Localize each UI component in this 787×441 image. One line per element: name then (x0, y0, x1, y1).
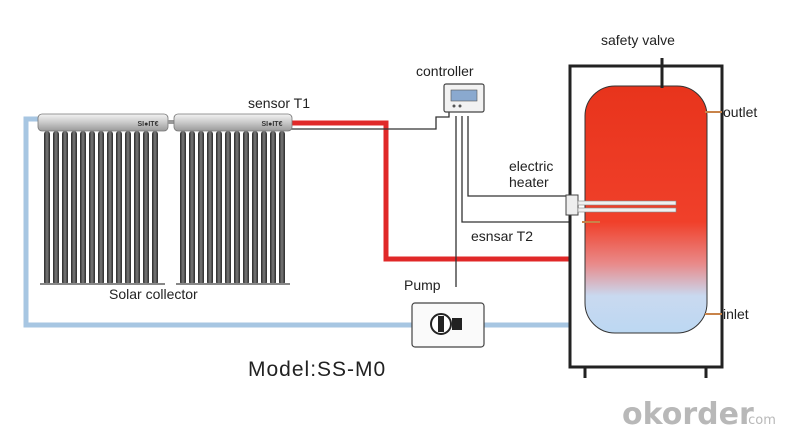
controller-screen (450, 89, 478, 102)
label-safety-valve: safety valve (601, 32, 675, 48)
label-sensor-t1: sensor T1 (248, 95, 310, 111)
label-inlet: inlet (723, 306, 749, 322)
watermark: okorder .com (622, 397, 776, 432)
watermark-main: okorder (622, 397, 754, 432)
model-label: Model:SS-M0 (248, 358, 386, 381)
collector-tubes-left (44, 131, 158, 285)
storage-tank (565, 58, 724, 378)
label-solar-collector: Solar collector (109, 286, 198, 302)
label-electric-heater-line1: electric (509, 158, 553, 174)
pump (411, 302, 485, 348)
label-electric-heater-line2: heater (509, 174, 549, 190)
label-outlet: outlet (723, 104, 757, 120)
collector-tubes-right (180, 131, 285, 285)
hot-supply-pipe (290, 120, 592, 262)
label-pump: Pump (404, 277, 441, 293)
controller-wires (290, 104, 582, 287)
collector-header-right (173, 113, 293, 132)
label-sensor-t2: esnsar T2 (471, 228, 533, 244)
collector-brand-right: SI●IT€ (262, 121, 283, 128)
watermark-suffix: .com (744, 413, 776, 428)
electric-heater (565, 194, 677, 216)
collector-brand-left: SI●IT€ (138, 121, 159, 128)
label-controller: controller (416, 63, 474, 79)
controller (443, 83, 485, 113)
solar-collector-right: SI●IT€ (173, 113, 293, 285)
solar-collector-left: SI●IT€ (37, 113, 169, 285)
